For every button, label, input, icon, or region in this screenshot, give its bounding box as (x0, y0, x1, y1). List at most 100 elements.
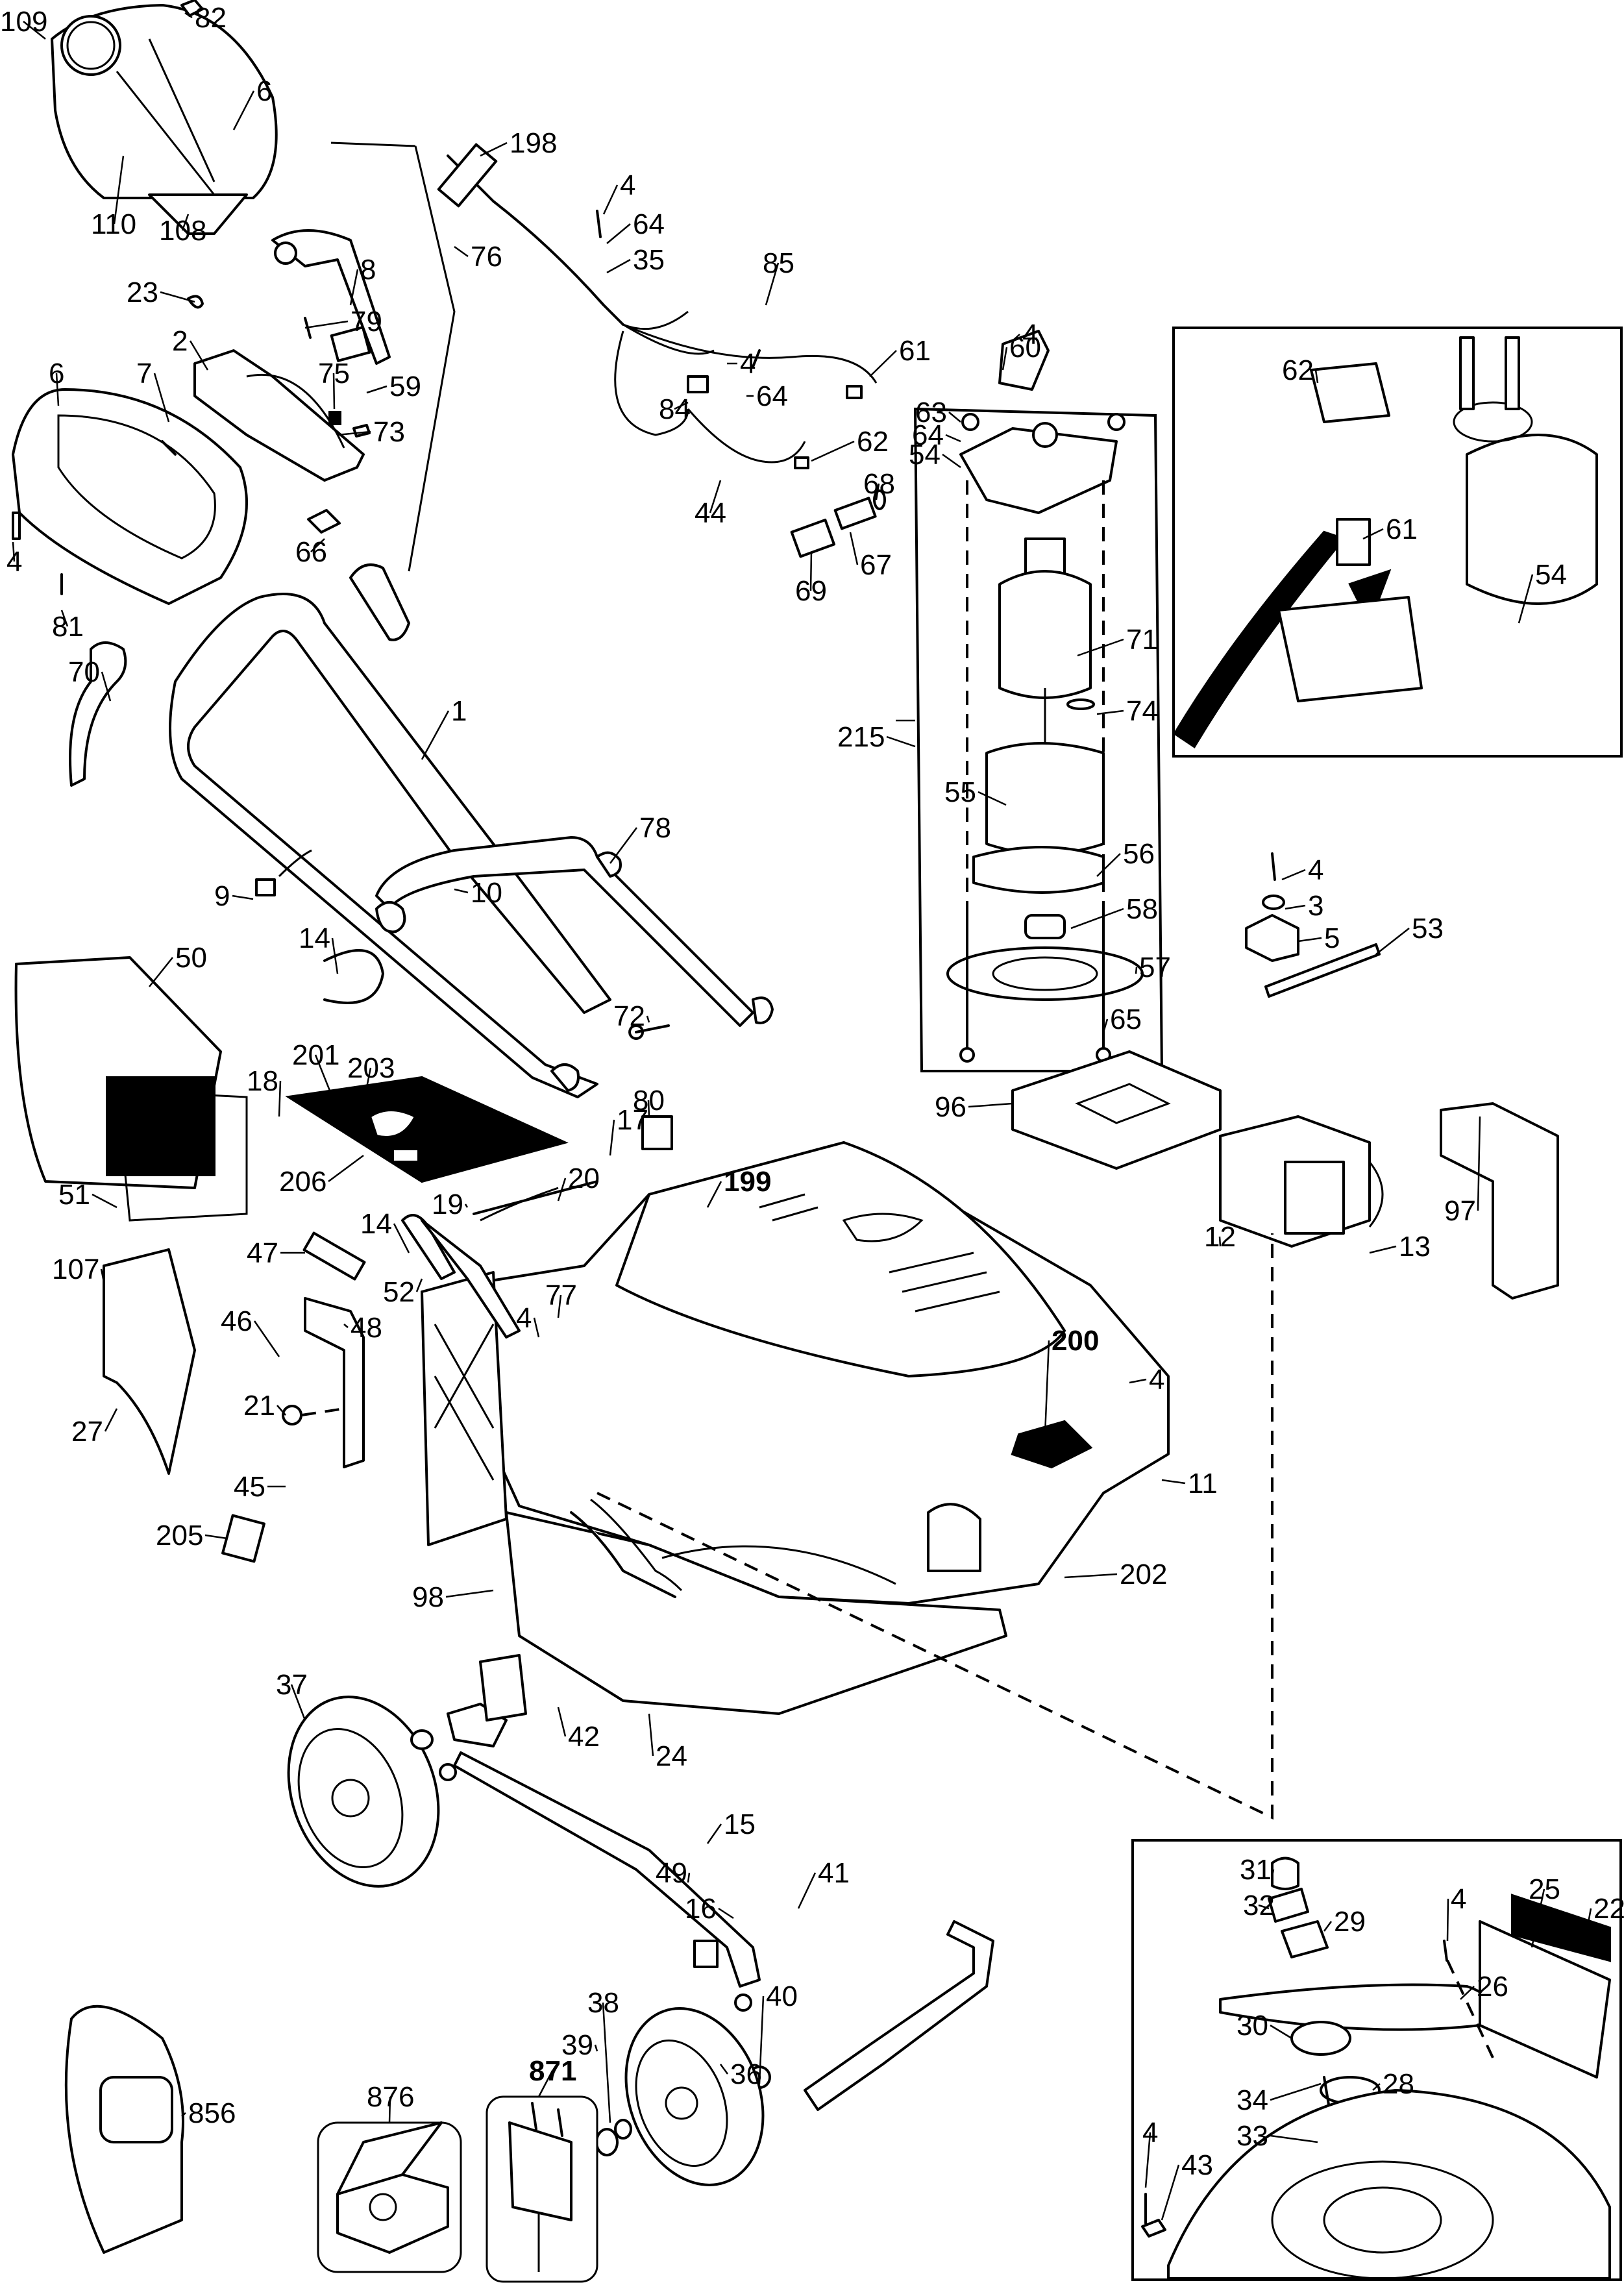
callout-label-23: 23 (127, 277, 158, 308)
callout-label-4f: 4 (516, 1302, 532, 1334)
height-adjust-parts (282, 1231, 366, 1468)
leader-line-5 (1298, 937, 1322, 943)
foam-block-u (1011, 1050, 1222, 1170)
callout-label-198: 198 (510, 127, 557, 159)
callout-label-44: 44 (695, 497, 726, 529)
leader-line-22 (1582, 1908, 1592, 1948)
callout-label-72: 72 (613, 1000, 645, 1032)
leader-line-96 (968, 1102, 1013, 1108)
leader-line-40 (758, 1995, 765, 2084)
callout-label-4h: 4 (1451, 1883, 1466, 1915)
callout-label-42: 42 (568, 1721, 600, 1753)
leader-line-107 (100, 1268, 105, 1283)
leader-line-201 (314, 1054, 339, 1111)
callout-label-200: 200 (1052, 1325, 1099, 1357)
callout-label-24: 24 (656, 1740, 687, 1772)
callout-label-40: 40 (766, 1981, 798, 2012)
callout-label-46: 46 (221, 1305, 252, 1337)
mulch-plug (285, 1076, 569, 1183)
callout-label-9: 9 (214, 880, 230, 912)
callout-label-64b: 64 (756, 380, 788, 412)
leader-line-98 (445, 1589, 494, 1598)
callout-label-10: 10 (471, 877, 502, 909)
leader-line-81 (60, 610, 69, 627)
callout-label-52: 52 (383, 1276, 415, 1308)
callout-label-55: 55 (944, 776, 976, 808)
leader-line-72 (646, 1015, 650, 1023)
callout-label-35: 35 (633, 244, 665, 276)
leader-line-64c (945, 434, 961, 443)
callout-label-2: 2 (172, 325, 188, 357)
leader-line-67 (849, 532, 859, 565)
callout-label-65: 65 (1110, 1004, 1142, 1035)
callout-label-8: 8 (360, 254, 376, 286)
callout-label-4c: 4 (740, 348, 756, 380)
callout-label-54a: 54 (909, 439, 941, 471)
leader-line-73 (337, 430, 371, 436)
leader-line-2 (189, 340, 209, 371)
leader-line-78 (609, 827, 638, 864)
parts-kit-box (336, 2121, 449, 2254)
callout-label-41: 41 (818, 1857, 850, 1889)
callout-label-5: 5 (1324, 922, 1340, 954)
leader-line-17 (609, 1119, 615, 1156)
leader-line-9 (232, 895, 254, 900)
leader-line-46 (253, 1320, 280, 1357)
leader-line-203 (362, 1067, 372, 1104)
callout-label-50: 50 (175, 942, 207, 974)
blade-assembly-guide-line (597, 1233, 1273, 1820)
leader-line-97 (1477, 1116, 1481, 1211)
callout-label-19: 19 (432, 1189, 463, 1220)
leader-line-4f (533, 1317, 540, 1338)
callout-label-63: 63 (915, 397, 947, 428)
callout-label-64c: 64 (912, 419, 944, 451)
callout-label-4g: 4 (1149, 1364, 1164, 1396)
callout-label-107: 107 (52, 1253, 99, 1285)
leader-line-54a (942, 453, 961, 469)
leader-line-876 (388, 2096, 391, 2123)
leader-line-62b (1314, 369, 1319, 384)
leader-line-4i (1144, 2132, 1151, 2188)
leader-line-74 (1096, 710, 1124, 715)
leader-line-200 (1044, 1340, 1050, 1435)
leader-line-14b (393, 1223, 410, 1253)
leader-line-31 (1271, 1869, 1275, 1877)
cord-retainer-bracket (1245, 852, 1381, 998)
leader-line-4d (1012, 334, 1020, 341)
callout-label-20: 20 (568, 1163, 600, 1194)
leader-line-30 (1270, 2024, 1292, 2040)
callout-label-71: 71 (1126, 624, 1158, 656)
carbon-brush-parts (790, 489, 886, 558)
leader-line-4g (1129, 1378, 1147, 1384)
callout-label-215: 215 (837, 721, 885, 753)
callout-label-202: 202 (1120, 1559, 1167, 1590)
leader-line-4a (12, 541, 16, 562)
leader-line-37 (290, 1684, 306, 1721)
callout-label-4b: 4 (620, 169, 635, 201)
leader-line-49 (687, 1872, 691, 1883)
leader-line-58 (1070, 907, 1124, 930)
leader-line-4e (1281, 869, 1306, 881)
rear-axle (410, 1654, 527, 1781)
callout-label-53: 53 (1412, 913, 1444, 944)
leader-line-48 (343, 1324, 349, 1328)
leader-line-871 (537, 2070, 554, 2097)
leader-line-199 (706, 1181, 722, 1208)
callout-label-108: 108 (159, 215, 206, 247)
callout-label-4e: 4 (1308, 854, 1323, 886)
callout-label-14b: 14 (360, 1208, 392, 1240)
callout-label-51: 51 (58, 1179, 90, 1211)
callout-label-67: 67 (860, 549, 892, 581)
leader-line-68 (875, 483, 880, 500)
callout-label-47: 47 (247, 1237, 278, 1269)
leader-line-61a (869, 350, 897, 377)
rear-flap (103, 1248, 196, 1475)
callout-label-30: 30 (1236, 2010, 1268, 2042)
callout-label-3: 3 (1308, 890, 1323, 922)
callout-label-1: 1 (451, 695, 467, 727)
leader-line-10 (454, 888, 469, 894)
callout-label-4d: 4 (1022, 319, 1038, 351)
callout-label-58: 58 (1126, 893, 1158, 925)
leader-line-202 (1064, 1573, 1118, 1579)
